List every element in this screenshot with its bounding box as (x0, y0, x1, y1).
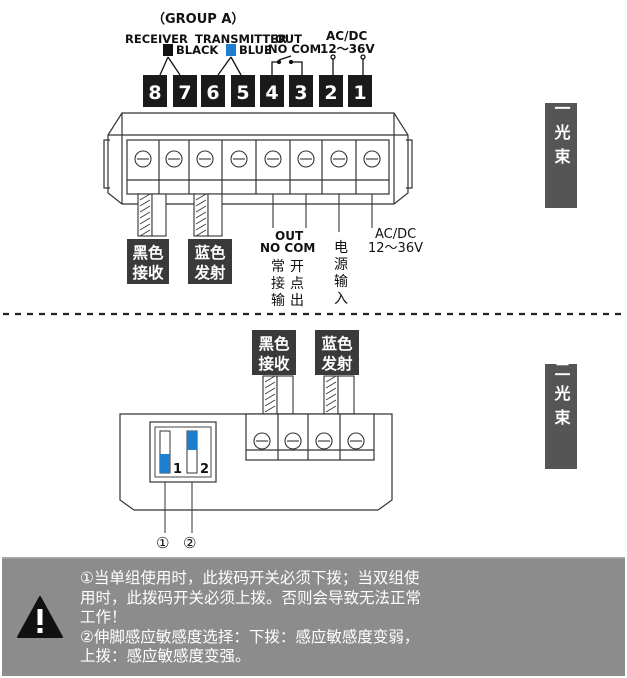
beam1-screws (134, 150, 381, 168)
beam2-blue-label: 蓝色 (321, 334, 353, 353)
beam1-out-label: OUT (275, 229, 304, 243)
callout-lines (164, 482, 193, 533)
dip-switch-1[interactable] (159, 430, 171, 474)
warning-line-2: 用时，此拨码开关必须上拨。否则会导致无法正常 (80, 588, 422, 607)
beam1-power-char3: 输 (334, 274, 348, 290)
terminal-badge-7 (173, 75, 197, 107)
beam1-no-com-label: NO COM (260, 241, 315, 255)
dip-switch-1-number: 1 (173, 462, 182, 477)
transmitter-label: TRANSMITTER (195, 32, 287, 46)
black-label: BLACK (176, 43, 219, 57)
receiver-label: RECEIVER (125, 32, 188, 46)
beam2-blue-transmit-badge (315, 330, 359, 375)
beam2-black-label: 黑色 (258, 334, 290, 353)
terminal-badge-2 (319, 75, 343, 107)
beam1-side-tab (545, 103, 577, 208)
warning-panel: ①当单组使用时，此拨码开关必须下拨；当双组使 用时，此拨码开关必须上拨。否则会导… (2, 559, 625, 676)
beam1-power-char1: 电 (334, 240, 348, 256)
beam2-side-tab (545, 364, 577, 469)
beam1-relay-line1: 常开 (271, 259, 309, 275)
dip-switch-1-knob (160, 454, 170, 473)
terminal-badge-1 (348, 75, 372, 107)
beam1-blue-label: 蓝色 (194, 243, 226, 262)
voltage-label-top: 12～36V (320, 42, 375, 56)
beam1-voltage-label: 12～36V (368, 241, 423, 256)
warning-line-5: 上拨：感应敏感度变强。 (80, 647, 251, 665)
beam2-black-receive-badge (252, 330, 296, 375)
terminal-number-6: 6 (206, 82, 219, 104)
beam1-module (103, 112, 413, 205)
beam1-power-char4: 入 (334, 291, 348, 307)
warning-line-4: ②伸脚感应敏感度选择：下拨：感应敏感度变弱， (80, 627, 420, 646)
terminal-number-7: 7 (178, 82, 191, 104)
blue-label: BLUE (239, 43, 272, 57)
callout-2: ② (183, 534, 196, 552)
beam1-black-receive-badge (127, 239, 169, 284)
beam1-black-label: 黑色 (132, 243, 164, 262)
beam1-transmit-label: 发射 (193, 263, 226, 282)
callout-1: ① (156, 534, 169, 552)
terminal-badge-8 (143, 75, 167, 107)
terminal-badge-4 (260, 75, 284, 107)
terminal-badge-5 (231, 75, 255, 107)
dip-switch-2-knob (187, 431, 197, 450)
beam1-cables (137, 193, 373, 237)
beam2-receive-label: 接收 (258, 354, 290, 373)
beam2-screws (253, 432, 365, 450)
terminal-badge-6 (201, 75, 225, 107)
terminal-number-3: 3 (294, 82, 307, 104)
warning-line-1: ①当单组使用时，此拨码开关必须下拨；当双组使 (80, 569, 420, 587)
warning-line-3: 工作！ (80, 608, 127, 626)
group-label: （GROUP A） (152, 11, 244, 27)
beam2-transmit-label: 发射 (320, 354, 353, 373)
black-wire-swatch (163, 44, 173, 56)
acdc-label-top: AC/DC (326, 29, 367, 43)
dip-switch-2-number: 2 (200, 462, 209, 477)
beam2-side-label: 第二光束 (552, 336, 572, 433)
beam1-relay-line2: 接点 (271, 275, 309, 292)
beam1-blue-transmit-badge (188, 239, 232, 284)
beam2-cables (262, 375, 355, 415)
beam1-side-char1: 第一光束 (552, 75, 572, 172)
beam1-relay-line3: 输出 (271, 293, 309, 309)
warning-text: ①当单组使用时，此拨码开关必须下拨；当双组使 用时，此拨码开关必须上拨。否则会导… (80, 569, 620, 667)
terminal-number-1: 1 (353, 82, 366, 104)
top-wire-stubs (159, 54, 366, 76)
terminal-number-4: 4 (265, 82, 278, 104)
dip-switch-2[interactable] (186, 430, 198, 474)
terminal-number-5: 5 (236, 82, 249, 104)
beam1-acdc-label: AC/DC (375, 227, 416, 242)
no-com-label-top: NO COM (268, 42, 321, 56)
warning-icon (17, 596, 63, 638)
out-label-top: OUT (275, 32, 302, 46)
terminal-badges: 8 7 6 5 4 3 2 1 (143, 75, 372, 107)
terminal-badge-3 (289, 75, 313, 107)
blue-wire-swatch (226, 44, 236, 56)
terminal-number-2: 2 (324, 82, 337, 104)
beam1-power-char2: 源 (334, 257, 348, 273)
beam1-receive-label: 接收 (132, 263, 164, 282)
terminal-number-8: 8 (148, 82, 161, 104)
